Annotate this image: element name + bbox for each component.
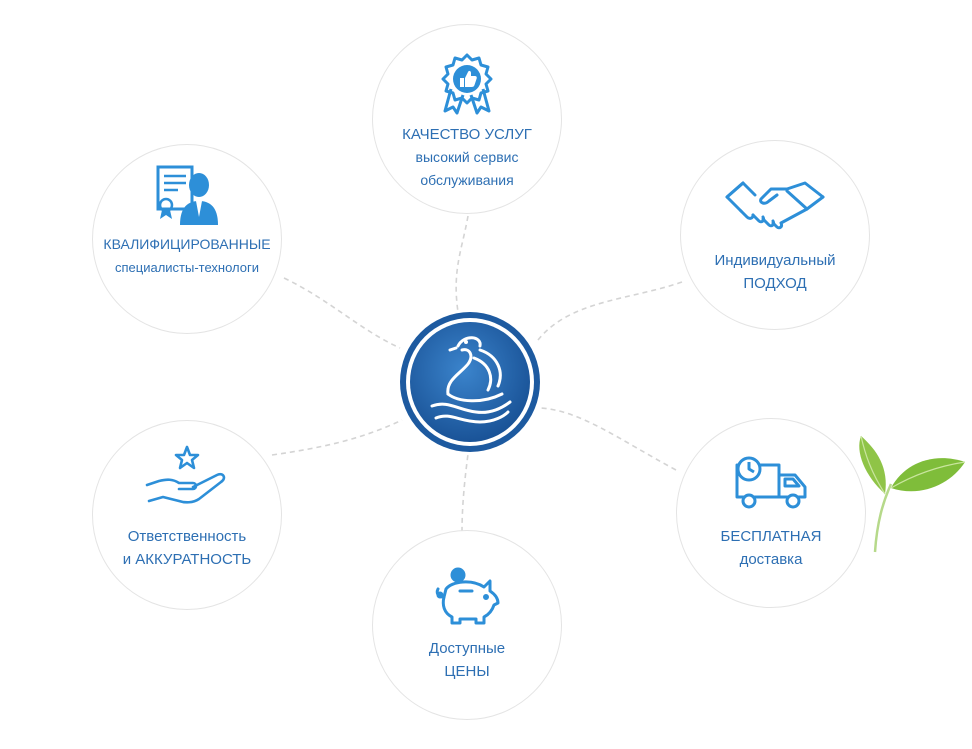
feature-individual-label: Индивидуальный ПОДХОД	[681, 249, 869, 295]
feature-individual-title: Индивидуальный	[714, 252, 836, 269]
feature-prices: Доступные ЦЕНЫ	[372, 530, 562, 720]
feature-qualified: КВАЛИФИЦИРОВАННЫЕ специалисты-технологи	[92, 144, 282, 334]
feature-qualified-title: КВАЛИФИЦИРОВАННЫЕ	[103, 236, 271, 252]
delivery-truck-icon	[677, 455, 865, 516]
hand-star-icon	[93, 445, 281, 510]
feature-qualified-label: КВАЛИФИЦИРОВАННЫЕ специалисты-технологи	[93, 233, 281, 279]
feature-delivery: БЕСПЛАТНАЯ доставка	[676, 418, 866, 608]
feature-responsibility-line2: и АККУРАТНОСТЬ	[122, 551, 252, 568]
feature-responsibility-label: Ответственность и АККУРАТНОСТЬ	[93, 525, 281, 571]
feature-individual-line2: ПОДХОД	[743, 275, 807, 292]
feature-delivery-line2: доставка	[739, 551, 803, 568]
feature-delivery-label: БЕСПЛАТНАЯ доставка	[677, 525, 865, 571]
feature-quality: КАЧЕСТВО УСЛУГ высокий сервис обслуживан…	[372, 24, 562, 214]
certified-specialist-icon	[93, 163, 281, 232]
feature-prices-line2: ЦЕНЫ	[444, 663, 490, 680]
feature-quality-label: КАЧЕСТВО УСЛУГ высокий сервис обслуживан…	[373, 123, 561, 192]
feature-delivery-title: БЕСПЛАТНАЯ	[720, 528, 822, 545]
piggy-bank-icon	[373, 567, 561, 630]
feature-quality-line3: обслуживания	[420, 172, 514, 188]
feature-individual: Индивидуальный ПОДХОД	[680, 140, 870, 330]
leaf-decoration	[855, 432, 967, 561]
swan-logo	[398, 310, 542, 454]
feature-quality-line2: высокий сервис	[415, 149, 519, 165]
feature-quality-title: КАЧЕСТВО УСЛУГ	[402, 126, 532, 143]
award-thumbs-up-icon	[373, 53, 561, 120]
feature-responsibility-title: Ответственность	[127, 528, 247, 545]
feature-prices-label: Доступные ЦЕНЫ	[373, 637, 561, 683]
feature-prices-title: Доступные	[428, 640, 506, 657]
feature-responsibility: Ответственность и АККУРАТНОСТЬ	[92, 420, 282, 610]
handshake-icon	[681, 179, 869, 242]
feature-qualified-line2: специалисты-технологи	[114, 260, 260, 275]
